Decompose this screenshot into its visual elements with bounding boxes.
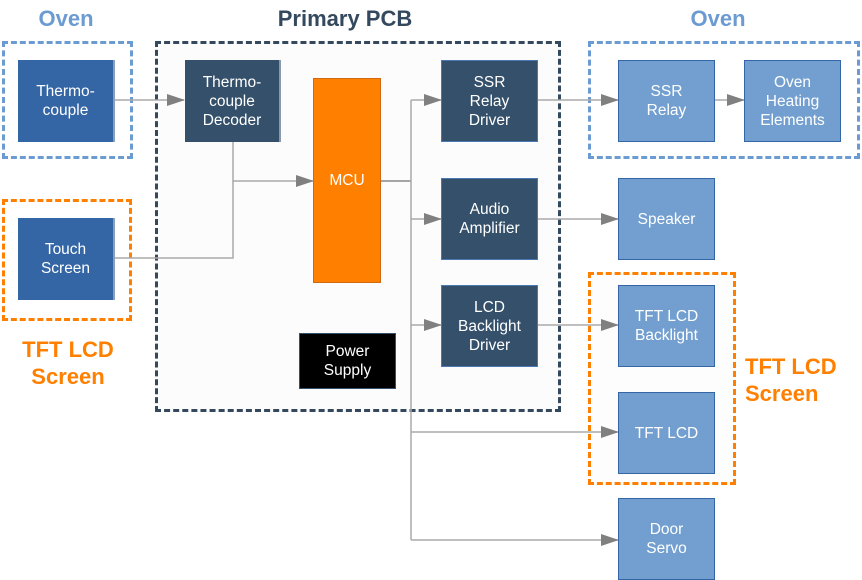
tft-screen-right-title: TFT LCD Screen [745, 354, 837, 406]
ssr-relay-driver-node: SSR Relay Driver [441, 60, 538, 142]
speaker-node: Speaker [618, 178, 715, 260]
touch-screen-node: Touch Screen [18, 218, 115, 300]
wire-touchscreen-to-mcu [115, 181, 234, 259]
thermocouple-node: Thermo- couple [18, 60, 115, 142]
tft-screen-left-title: TFT LCD Screen [22, 337, 114, 389]
power-supply-node: Power Supply [299, 333, 396, 389]
oven-right-title: Oven [690, 6, 746, 31]
ssr-relay-node: SSR Relay [618, 60, 715, 142]
audio-amplifier-node: Audio Amplifier [441, 178, 538, 260]
mcu-node: MCU [313, 78, 381, 283]
tft-screen-left-group [2, 199, 132, 321]
tft-lcd-node: TFT LCD [618, 392, 715, 474]
lcd-backlight-driver-node: LCD Backlight Driver [441, 285, 538, 367]
oven-left-title: Oven [38, 6, 94, 31]
oven-heating-elements-node: Oven Heating Elements [744, 60, 841, 142]
door-servo-node: Door Servo [618, 498, 715, 580]
tft-lcd-backlight-node: TFT LCD Backlight [618, 285, 715, 367]
primary-pcb-title: Primary PCB [277, 6, 413, 31]
thermocouple-decoder-node: Thermo- couple Decoder [185, 60, 281, 142]
wire-decoder-to-mcu [232, 141, 314, 187]
